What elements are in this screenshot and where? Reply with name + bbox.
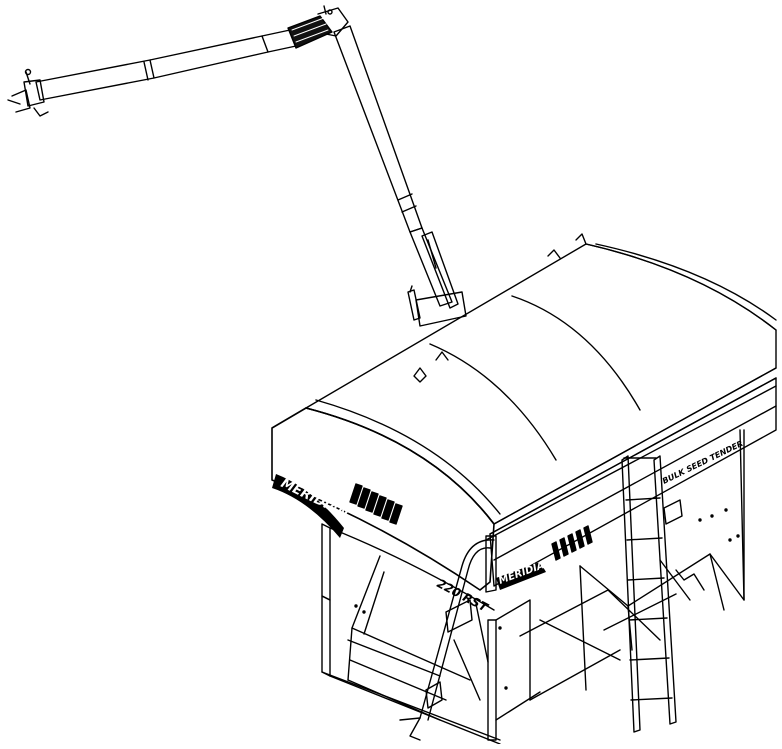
hopper-body [271, 377, 777, 593]
lower-frame [321, 429, 745, 745]
model-badge: 220 RST [435, 576, 491, 615]
conveyor-mount [407, 285, 467, 327]
diagonal-tube [333, 25, 453, 307]
hydraulic-cylinder [421, 231, 459, 309]
conveyor-assembly [7, 5, 467, 327]
ladder [621, 455, 705, 733]
model-text: 220 RST [435, 576, 491, 615]
discharge-spout [7, 68, 49, 117]
front-stripes [349, 483, 403, 525]
flex-joint [287, 15, 333, 49]
upper-tube [35, 29, 297, 101]
brand-text-side: MERIDIAN [497, 557, 554, 587]
brand-logo-front: MERIDIAN [272, 474, 351, 538]
top-elbow [317, 5, 349, 37]
brand-logo-side: MERIDIAN [496, 557, 555, 590]
side-stripes [551, 525, 593, 561]
support-rods [453, 603, 489, 701]
crank-handle [399, 539, 495, 741]
brand-text-front: MERIDIAN [278, 476, 351, 522]
